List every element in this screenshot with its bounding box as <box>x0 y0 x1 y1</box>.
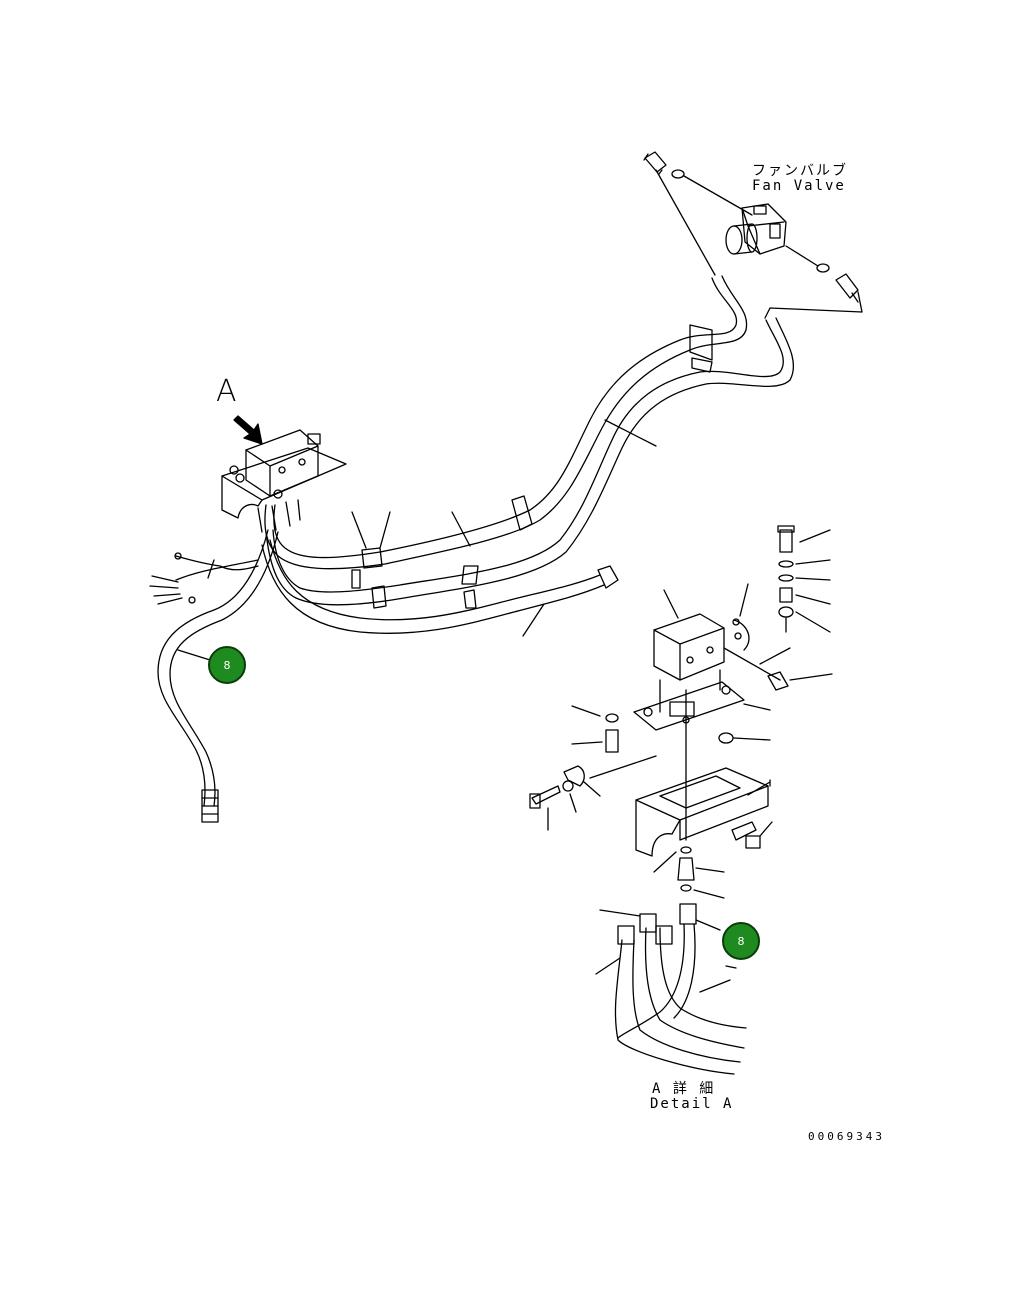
view-a-marker: A <box>216 374 237 409</box>
main-hoses <box>261 275 795 637</box>
callout-item-8-detail[interactable]: 8 <box>722 922 760 960</box>
drawing-number: 00069343 <box>808 1130 885 1143</box>
fan-valve <box>643 151 863 319</box>
fan-valve-label-jp: ファンバルブ <box>752 163 848 179</box>
detail-a-label-jp: A 詳 細 <box>652 1081 716 1097</box>
callout-item-8[interactable]: 8 <box>208 646 246 684</box>
detail-a <box>529 525 833 1075</box>
left-hose <box>149 529 279 823</box>
detail-a-label-en: Detail A <box>650 1096 734 1112</box>
manifold-block <box>221 415 347 533</box>
fan-valve-label-en: Fan Valve <box>752 178 846 194</box>
